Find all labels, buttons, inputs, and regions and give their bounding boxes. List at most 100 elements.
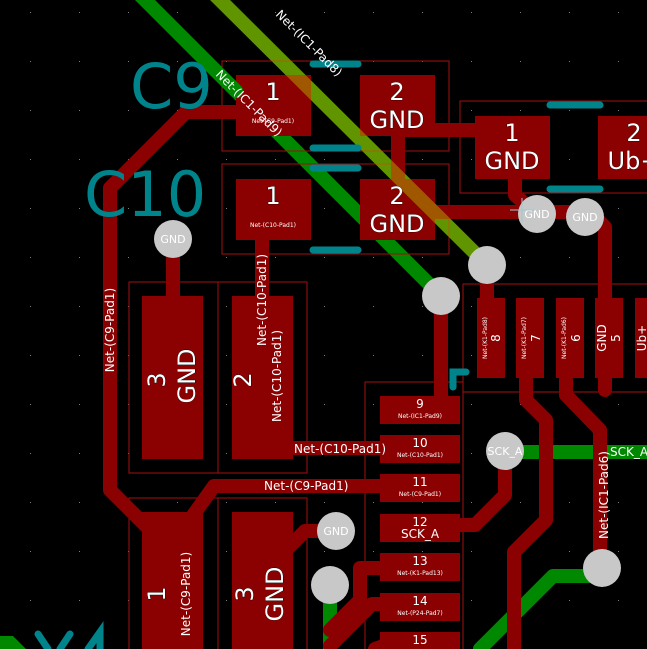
pad-xb-3[interactable] <box>232 512 293 649</box>
grid-dot <box>373 502 374 503</box>
grid-dot <box>275 502 276 503</box>
grid-dot <box>30 355 31 356</box>
grid-dot <box>79 12 80 13</box>
grid-dot <box>177 12 178 13</box>
via-low-right[interactable] <box>583 549 621 587</box>
grid-dot <box>471 110 472 111</box>
grid-dot <box>520 257 521 258</box>
via-gnd-mid1[interactable]: GND <box>518 195 556 233</box>
svg-text:GND: GND <box>524 208 549 221</box>
grid-dot <box>177 502 178 503</box>
grid-dot <box>226 257 227 258</box>
pad-ic-6[interactable] <box>556 298 584 378</box>
pad-ic-7[interactable] <box>516 298 544 378</box>
svg-text:GND: GND <box>572 211 597 224</box>
grid-dot <box>275 12 276 13</box>
svg-text:3: 3 <box>143 372 171 387</box>
grid-dot <box>569 502 570 503</box>
svg-text:3: 3 <box>231 586 259 601</box>
grid-dot <box>30 12 31 13</box>
pads <box>142 75 647 649</box>
pad-ic-5[interactable] <box>595 298 623 378</box>
svg-text:14: 14 <box>412 594 427 608</box>
grid-dot <box>373 306 374 307</box>
pad-x-2[interactable] <box>232 296 293 459</box>
pad-capr-2[interactable] <box>598 116 647 179</box>
grid-dot <box>618 12 619 13</box>
svg-text:11: 11 <box>412 475 427 489</box>
svg-text:Net-(C9-Pad1): Net-(C9-Pad1) <box>264 479 348 493</box>
grid-dot <box>569 257 570 258</box>
track-low[interactable] <box>473 569 607 649</box>
pad-x-3[interactable] <box>142 296 203 459</box>
pad-ic-9[interactable] <box>380 396 460 424</box>
via-sck[interactable]: SCK_A <box>486 432 524 470</box>
via-ic8[interactable] <box>468 246 506 284</box>
grid-dot <box>30 110 31 111</box>
grid-dot <box>618 502 619 503</box>
grid-dot <box>373 355 374 356</box>
grid-dot <box>275 257 276 258</box>
svg-text:Net-(C9-Pad1): Net-(C9-Pad1) <box>103 288 117 372</box>
pad-ic-12[interactable] <box>380 514 460 542</box>
pad-ic-13[interactable] <box>380 553 460 581</box>
svg-text:Ub+: Ub+ <box>608 147 647 175</box>
svg-text:Net-(IC1-Pad9): Net-(IC1-Pad9) <box>398 413 442 420</box>
grid-dot <box>373 257 374 258</box>
ref-c10[interactable]: C10 <box>84 158 206 231</box>
grid-dot <box>226 355 227 356</box>
track-c9-pad1[interactable] <box>103 105 247 533</box>
grid-dot <box>128 257 129 258</box>
pad-ic-14[interactable] <box>380 593 460 621</box>
track-ic7[interactable] <box>507 373 553 649</box>
via-gnd-low[interactable]: GND <box>317 512 355 550</box>
svg-text:Net-(C10-Pad1): Net-(C10-Pad1) <box>270 330 284 422</box>
svg-text:Net-(C10-Pad1): Net-(C10-Pad1) <box>294 442 386 456</box>
pad-capr-1[interactable] <box>475 116 550 179</box>
via-gnd-left[interactable]: GND <box>154 220 192 258</box>
svg-text:2: 2 <box>389 78 404 106</box>
grid-dot <box>79 355 80 356</box>
grid-dot <box>324 208 325 209</box>
pad-c10-1[interactable] <box>236 179 311 240</box>
svg-text:Net-(C10-Pad1): Net-(C10-Pad1) <box>255 254 269 346</box>
grid-dot <box>520 502 521 503</box>
pad-ic-11[interactable] <box>380 474 460 502</box>
via-low-left[interactable] <box>311 566 349 604</box>
grid-dot <box>373 551 374 552</box>
ref-c9[interactable]: C9 <box>130 50 213 123</box>
grid-dot <box>618 208 619 209</box>
grid-dot <box>30 306 31 307</box>
grid-dot <box>79 306 80 307</box>
svg-text:Net-(C9-Pad1): Net-(C9-Pad1) <box>399 491 441 498</box>
grid-dot <box>226 306 227 307</box>
grid-dot <box>520 61 521 62</box>
grid-dot <box>471 355 472 356</box>
via-gnd-mid2[interactable]: GND <box>566 198 604 236</box>
pad-ic-15[interactable] <box>380 632 460 649</box>
grid-dot <box>275 159 276 160</box>
svg-text:Net-(K1-Pad6): Net-(K1-Pad6) <box>561 317 568 359</box>
grid-dot <box>569 159 570 160</box>
track-ic6[interactable] <box>559 373 607 575</box>
grid-dot <box>324 355 325 356</box>
grid-dot <box>471 306 472 307</box>
grid-dot <box>373 404 374 405</box>
pad-c9-2[interactable] <box>360 75 435 136</box>
via-ic9[interactable] <box>422 277 460 315</box>
svg-text:GND: GND <box>261 566 289 621</box>
grid-dot <box>422 257 423 258</box>
svg-text:GND: GND <box>369 210 424 238</box>
grid-dot <box>422 551 423 552</box>
pad-ic-4[interactable] <box>635 298 647 378</box>
grid-dot <box>226 600 227 601</box>
pad-ic-8[interactable] <box>477 298 505 378</box>
svg-text:1: 1 <box>265 78 280 106</box>
grid-dot <box>324 306 325 307</box>
overlap <box>210 0 492 270</box>
pad-xb-1[interactable] <box>142 512 203 649</box>
pad-ic-10[interactable] <box>380 435 460 463</box>
grid-dot <box>79 61 80 62</box>
track-ic1-pad8-b[interactable] <box>323 178 448 303</box>
